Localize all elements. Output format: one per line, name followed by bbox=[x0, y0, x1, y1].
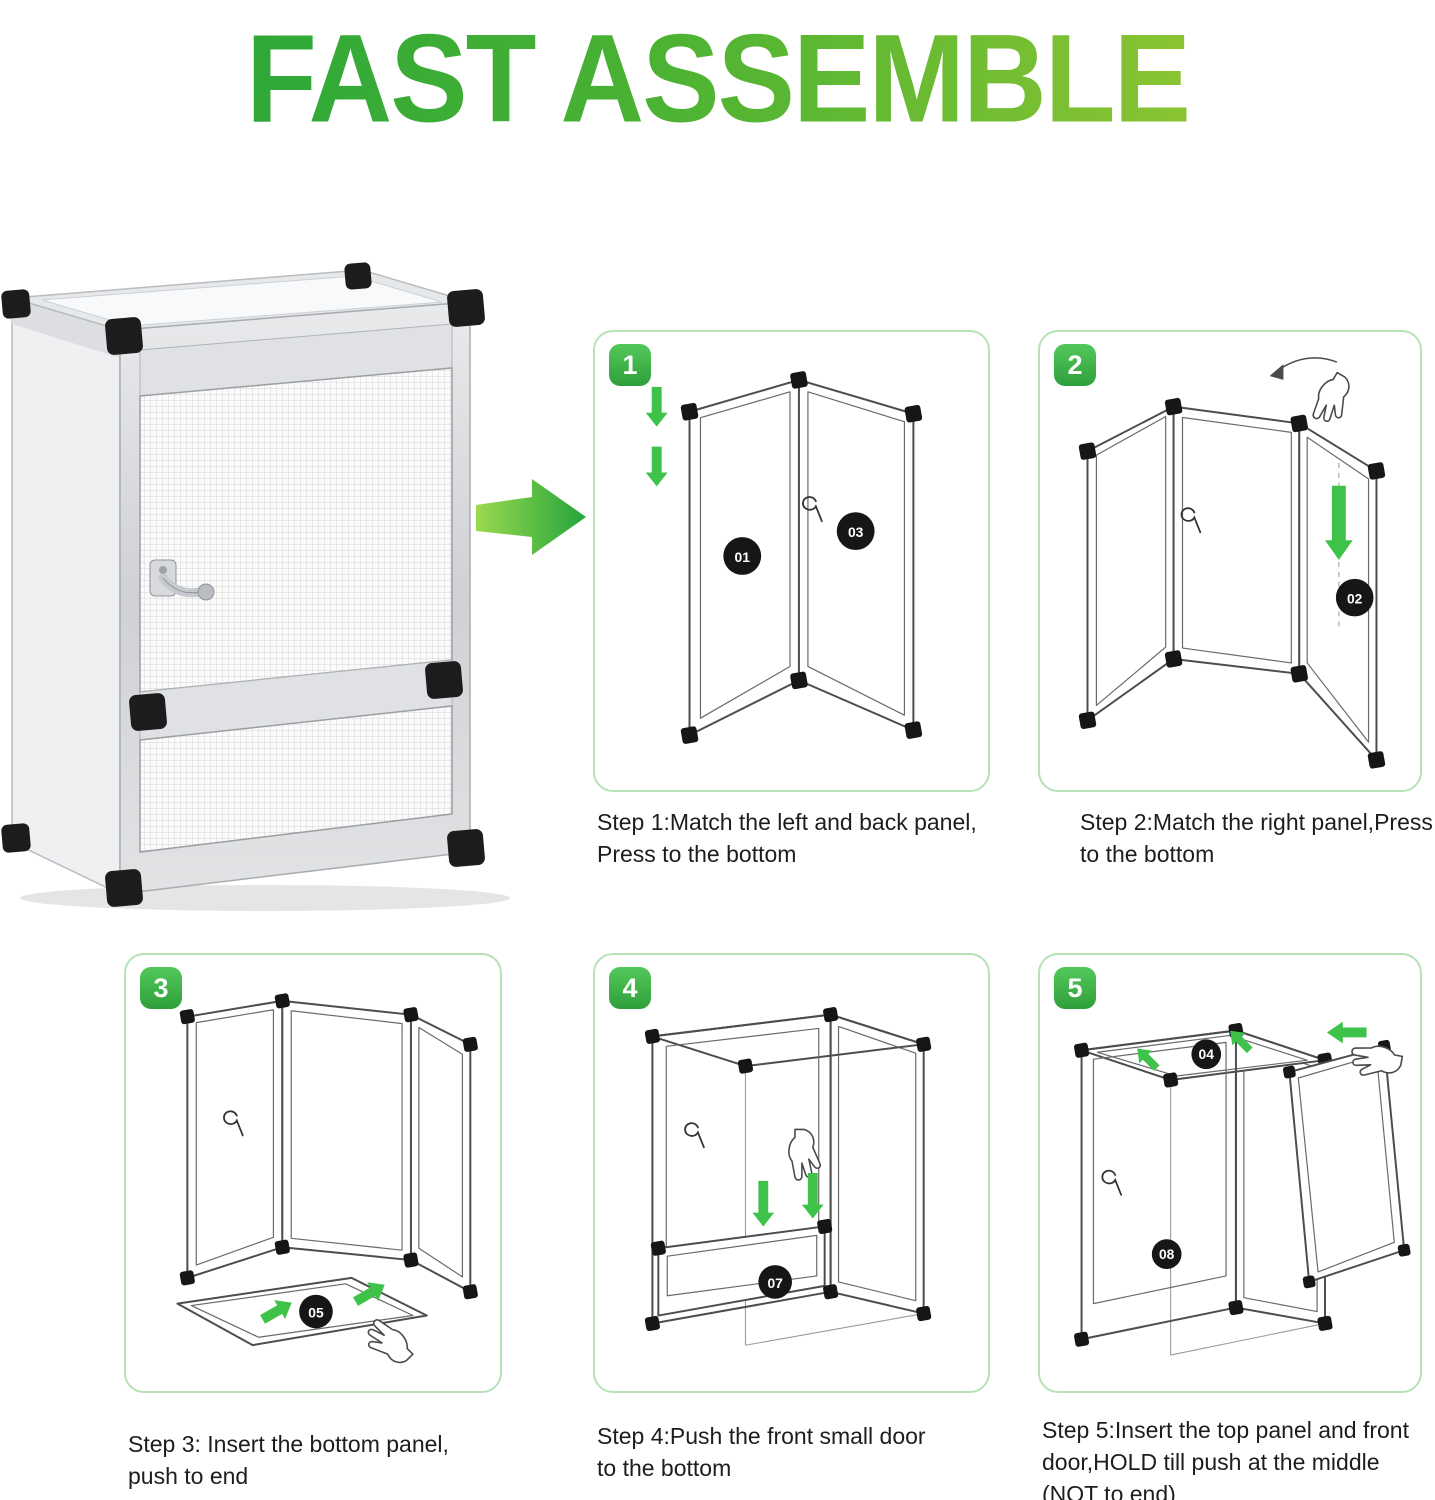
cage-shadow bbox=[20, 885, 510, 911]
caption-line: Step 4:Push the front small door bbox=[597, 1423, 926, 1449]
part-label-04: 04 bbox=[1191, 1039, 1222, 1070]
corner-connectors bbox=[179, 993, 478, 1300]
arrow-insert-icon bbox=[260, 1300, 292, 1324]
step-4-caption: Step 4:Push the front small door to the … bbox=[597, 1420, 926, 1484]
svg-text:07: 07 bbox=[767, 1275, 783, 1291]
svg-text:01: 01 bbox=[735, 549, 751, 565]
step-2-badge: 2 bbox=[1054, 344, 1096, 386]
step-2-diagram: 02 bbox=[1078, 357, 1386, 769]
step-card-4: 4 bbox=[593, 953, 990, 1393]
step-5-diagram: 04 08 bbox=[1074, 1021, 1411, 1356]
cage-left-panel bbox=[11, 296, 121, 896]
rotate-arrow bbox=[1275, 357, 1338, 373]
right-panel bbox=[829, 1013, 925, 1315]
arrow-down-icon bbox=[645, 446, 668, 487]
part-label-02: 02 bbox=[1335, 578, 1374, 617]
cage-door-mesh-upper bbox=[139, 367, 453, 693]
step-card-2: 2 bbox=[1038, 330, 1422, 792]
part-label-05: 05 bbox=[299, 1294, 333, 1329]
svg-text:04: 04 bbox=[1199, 1046, 1215, 1062]
caption-line: Step 5:Insert the top panel and front bbox=[1042, 1417, 1409, 1443]
front-frame bbox=[1080, 1029, 1237, 1341]
arrow-insert-icon bbox=[1137, 1048, 1160, 1071]
left-panel bbox=[1086, 405, 1175, 722]
cage-mesh-lower bbox=[139, 705, 453, 853]
product-photo bbox=[0, 262, 520, 912]
corner-connectors bbox=[644, 1007, 932, 1332]
part-label-07: 07 bbox=[758, 1265, 792, 1299]
cage-top-inset bbox=[41, 275, 443, 327]
back-panel bbox=[797, 378, 915, 732]
arrow-down-icon bbox=[645, 386, 668, 427]
part-label-01: 01 bbox=[723, 537, 762, 575]
cage-left-rim bbox=[12, 298, 120, 358]
part-label-08: 08 bbox=[1151, 1239, 1182, 1269]
arrow-left-icon bbox=[1326, 1021, 1367, 1044]
caption-line: door,HOLD till push at the middle bbox=[1042, 1449, 1380, 1476]
hand-icon bbox=[1312, 371, 1350, 423]
step-1-caption: Step 1:Match the left and back panel, Pr… bbox=[597, 806, 977, 870]
right-panel bbox=[409, 1013, 472, 1293]
step-3-badge: 3 bbox=[140, 967, 182, 1009]
caption-line: Press to the bottom bbox=[597, 841, 797, 868]
hook-icon bbox=[223, 1110, 244, 1137]
svg-text:03: 03 bbox=[848, 524, 864, 540]
caption-line: to the bottom bbox=[1080, 841, 1215, 868]
hand-icon bbox=[367, 1319, 414, 1364]
caption-line: push to end bbox=[128, 1463, 249, 1490]
step-4-badge: 4 bbox=[609, 967, 651, 1009]
corner-connectors bbox=[680, 371, 923, 744]
hand-icon bbox=[1351, 1045, 1404, 1076]
svg-text:08: 08 bbox=[1159, 1246, 1175, 1262]
caption-line: Step 2:Match the right panel,Press bbox=[1080, 809, 1433, 835]
step-3-diagram: 05 bbox=[176, 993, 478, 1364]
svg-text:05: 05 bbox=[308, 1304, 324, 1320]
step-card-1: 1 01 03 bbox=[593, 330, 990, 792]
hook-icon bbox=[802, 496, 823, 523]
arrow-down-icon bbox=[801, 1173, 824, 1219]
arrow-down-icon bbox=[752, 1180, 775, 1227]
left-panel bbox=[186, 999, 284, 1279]
step-4-diagram: 07 bbox=[644, 1007, 932, 1346]
caption-line: to the bottom bbox=[597, 1455, 732, 1482]
latch-icon bbox=[149, 559, 215, 601]
step-2-caption: Step 2:Match the right panel,Press to th… bbox=[1080, 806, 1433, 870]
step-5-badge: 5 bbox=[1054, 967, 1096, 1009]
step-1-badge: 1 bbox=[609, 344, 651, 386]
step-5-caption: Step 5:Insert the top panel and front do… bbox=[1042, 1414, 1409, 1500]
svg-text:02: 02 bbox=[1347, 591, 1363, 607]
step-1-diagram: 01 03 bbox=[645, 371, 923, 744]
arrow-insert-icon bbox=[1230, 1030, 1253, 1054]
corner-connectors bbox=[1078, 397, 1386, 769]
back-panel bbox=[1172, 405, 1301, 675]
step-card-3: 3 bbox=[124, 953, 502, 1393]
caption-line: (NOT to end) bbox=[1042, 1481, 1176, 1500]
hook-icon bbox=[1180, 507, 1202, 534]
arrow-down-icon bbox=[1325, 485, 1353, 561]
back-panel bbox=[281, 999, 412, 1262]
step-3-caption: Step 3: Insert the bottom panel, push to… bbox=[128, 1428, 449, 1492]
cage-corner-connectors bbox=[1, 262, 485, 907]
hook-icon bbox=[684, 1122, 705, 1149]
caption-line: Step 1:Match the left and back panel, bbox=[597, 809, 977, 835]
arrow-insert-icon bbox=[353, 1282, 385, 1306]
page-title: FAST ASSEMBLE bbox=[0, 6, 1435, 151]
caption-line: Step 3: Insert the bottom panel, bbox=[128, 1431, 449, 1457]
cage-illustration bbox=[1, 262, 510, 911]
arrow-right-icon bbox=[476, 479, 586, 555]
step-card-5: 5 bbox=[1038, 953, 1422, 1393]
part-label-03: 03 bbox=[836, 512, 875, 551]
hook-icon bbox=[1101, 1169, 1123, 1196]
